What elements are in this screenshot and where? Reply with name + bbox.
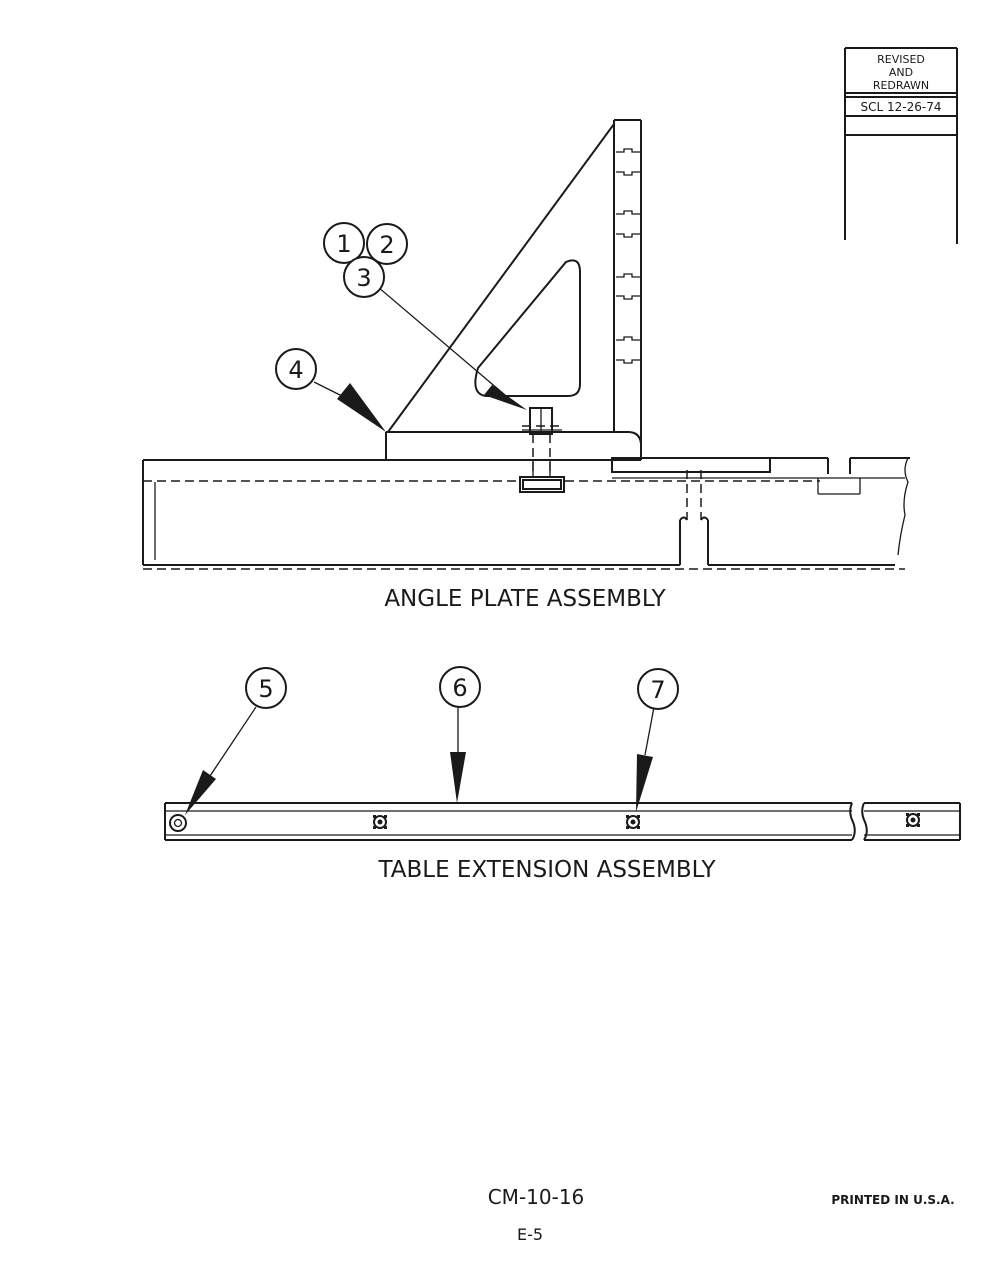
table-extension-title: TABLE EXTENSION ASSEMBLY <box>377 857 716 883</box>
balloon-2-label: 2 <box>379 231 394 259</box>
revision-line-2: AND <box>889 66 913 79</box>
balloon-3-label: 3 <box>356 264 371 292</box>
balloon-1-label: 1 <box>336 230 351 258</box>
printed-in-usa: PRINTED IN U.S.A. <box>831 1193 954 1207</box>
balloon-4: 4 <box>275 348 317 390</box>
t-nut-2 <box>626 815 640 829</box>
balloon-4-label: 4 <box>288 356 303 384</box>
balloon-1: 1 <box>323 222 365 264</box>
revision-block: REVISED AND REDRAWN SCL 12-26-74 <box>844 47 958 244</box>
balloon-2: 2 <box>366 223 408 265</box>
angle-plate-title: ANGLE PLATE ASSEMBLY <box>384 586 666 612</box>
balloon-7: 7 <box>637 668 679 710</box>
angle-plate-drawing <box>142 119 910 570</box>
t-nut-1 <box>373 815 387 829</box>
table-extension-drawing <box>164 802 961 841</box>
table-extension-leaders <box>185 706 655 815</box>
balloon-6: 6 <box>439 666 481 708</box>
balloon-7-label: 7 <box>650 676 665 704</box>
balloon-3: 3 <box>343 256 385 298</box>
page-number: E-5 <box>517 1225 543 1244</box>
revision-stamp: SCL 12-26-74 <box>861 100 942 114</box>
doc-number: CM-10-16 <box>488 1185 585 1209</box>
balloon-6-label: 6 <box>452 674 467 702</box>
balloon-5: 5 <box>245 667 287 709</box>
revision-line-3: REDRAWN <box>873 79 929 92</box>
t-nut-3 <box>906 813 920 827</box>
angle-plate-leaders <box>313 286 527 432</box>
revision-line-1: REVISED <box>877 53 925 66</box>
balloon-5-label: 5 <box>258 675 273 703</box>
